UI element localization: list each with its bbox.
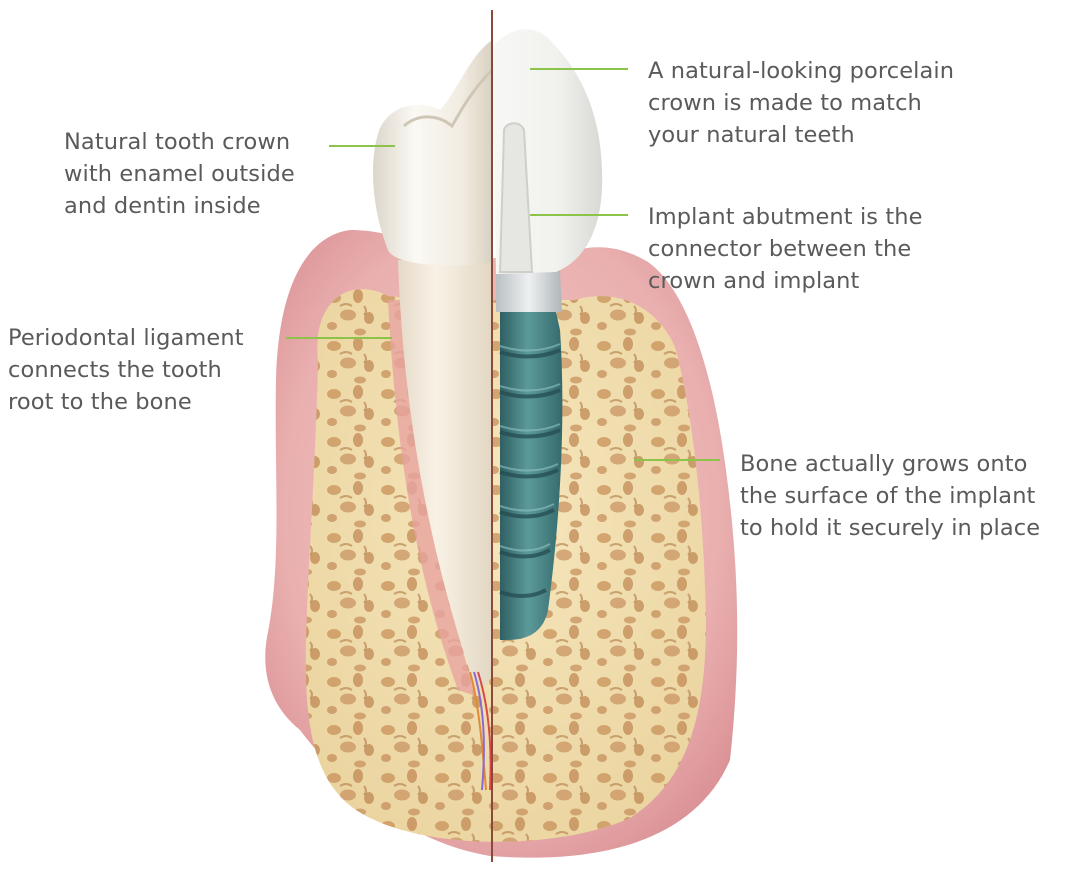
- leader-line-bone: [634, 459, 720, 461]
- label-periodontal-ligament: Periodontal ligament connects the tooth …: [8, 322, 244, 418]
- label-periodontal-ligament-line-3: root to the bone: [8, 386, 244, 418]
- label-natural-tooth-crown-line-2: with enamel outside: [64, 158, 295, 190]
- label-natural-tooth-crown-line-3: and dentin inside: [64, 190, 295, 222]
- leader-line-periodontal: [286, 337, 392, 339]
- label-implant-abutment-line-3: crown and implant: [648, 265, 923, 297]
- label-natural-tooth-crown-line-1: Natural tooth crown: [64, 126, 295, 158]
- label-periodontal-ligament-line-1: Periodontal ligament: [8, 322, 244, 354]
- label-natural-tooth-crown: Natural tooth crown with enamel outside …: [64, 126, 295, 222]
- label-implant-abutment-line-2: connector between the: [648, 233, 923, 265]
- label-porcelain-crown-line-2: crown is made to match: [648, 87, 954, 119]
- leader-line-abutment: [530, 214, 628, 216]
- label-bone-growth-line-3: to hold it securely in place: [740, 512, 1040, 544]
- label-porcelain-crown: A natural-looking porcelain crown is mad…: [648, 55, 954, 151]
- label-periodontal-ligament-line-2: connects the tooth: [8, 354, 244, 386]
- label-bone-growth-line-1: Bone actually grows onto: [740, 448, 1040, 480]
- label-bone-growth-line-2: the surface of the implant: [740, 480, 1040, 512]
- label-implant-abutment: Implant abutment is the connector betwee…: [648, 201, 923, 297]
- leader-line-natural-crown: [329, 145, 395, 147]
- label-porcelain-crown-line-3: your natural teeth: [648, 119, 954, 151]
- label-implant-abutment-line-1: Implant abutment is the: [648, 201, 923, 233]
- label-porcelain-crown-line-1: A natural-looking porcelain: [648, 55, 954, 87]
- label-bone-growth: Bone actually grows onto the surface of …: [740, 448, 1040, 544]
- leader-line-porcelain-crown: [530, 68, 628, 70]
